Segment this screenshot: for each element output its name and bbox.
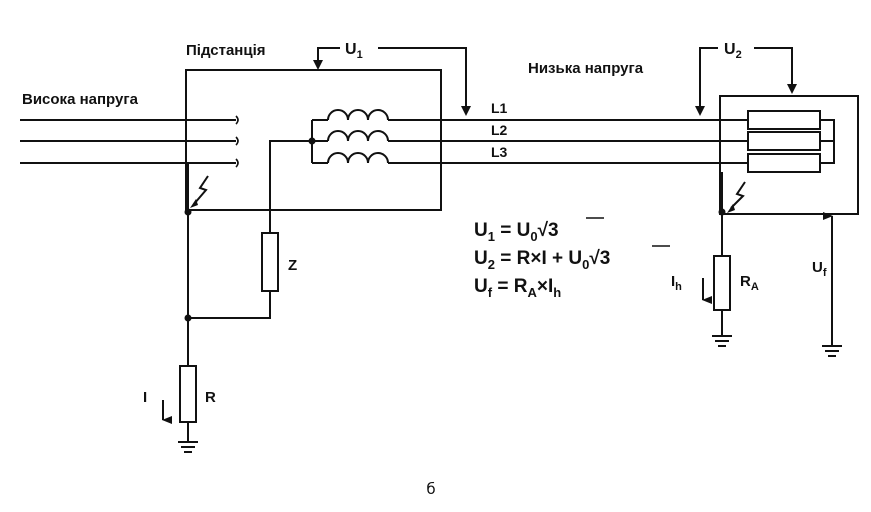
u1-label: U1	[345, 41, 363, 61]
ground-symbol-ra	[712, 335, 732, 347]
transformer-coils	[308, 109, 389, 164]
ra-label: RA	[740, 273, 759, 293]
formula-u1: U1 = U0√3	[474, 220, 559, 244]
line-l3-label: L3	[491, 144, 508, 160]
r-label: R	[205, 389, 216, 406]
u2-bracket	[699, 47, 793, 108]
resistor-r	[179, 365, 197, 423]
high-voltage-lines	[20, 115, 239, 168]
low-voltage-lines	[388, 119, 748, 164]
formula-uf: Uf = RA×Ih	[474, 276, 561, 300]
u2-label: U2	[724, 41, 742, 61]
low-voltage-label: Низька напруга	[528, 60, 644, 77]
consumer-fault-symbol	[730, 181, 746, 209]
resistor-ra	[713, 255, 731, 311]
line-l2-label: L2	[491, 122, 508, 138]
ih-label: Ih	[671, 273, 682, 293]
neutral-to-impedance	[269, 140, 312, 233]
line-l1-label: L1	[491, 100, 508, 116]
formula-u2: U2 = R×I + U0√3	[474, 248, 610, 272]
ground-symbol-uf	[822, 345, 842, 357]
substation-fault-symbol	[187, 163, 209, 205]
consumer-box	[719, 95, 859, 215]
current-i-label: I	[143, 389, 147, 406]
high-voltage-label: Висока напруга	[22, 91, 139, 108]
figure-caption: б	[426, 480, 435, 498]
ground-symbol-r	[178, 441, 198, 453]
impedance-z	[261, 232, 279, 292]
u1-bracket	[317, 47, 467, 108]
consumer-loads	[747, 110, 835, 173]
z-label: Z	[288, 257, 297, 274]
uf-label: Uf	[812, 259, 827, 279]
substation-label: Підстанція	[186, 42, 266, 59]
